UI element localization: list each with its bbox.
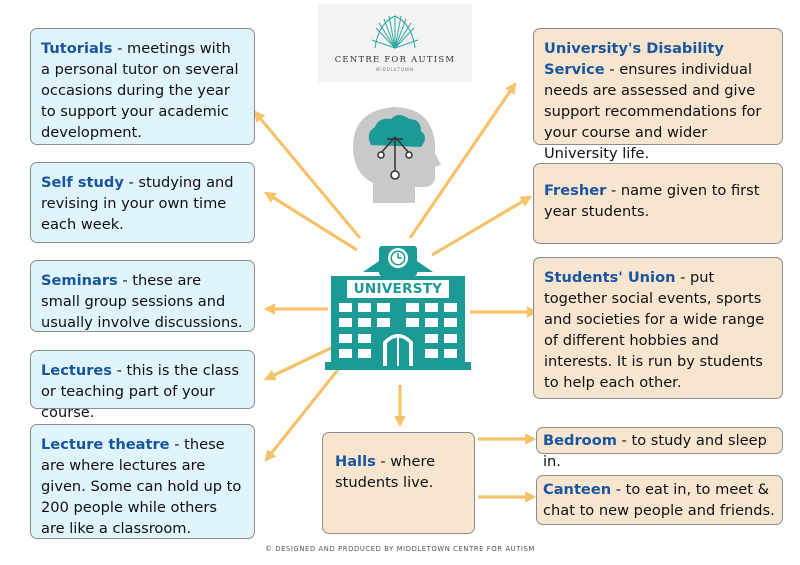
tutorials-term: Tutorials — [41, 40, 113, 57]
lectures-box: Lectures - this is the class or teaching… — [30, 350, 255, 421]
fresher-desc: - name given to first year students. — [544, 182, 760, 220]
disability-service-box: University's Disability Service - ensure… — [533, 28, 783, 162]
lecture-theatre-term: Lecture theatre — [41, 436, 170, 453]
disability-service-desc: - ensures individual needs are assessed … — [544, 61, 762, 162]
halls-desc: - where students live. — [335, 453, 436, 491]
centre-logo: CENTRE FOR AUTISM MIDDLETOWN — [318, 4, 472, 82]
halls-box: Halls - where students live. — [322, 432, 475, 534]
disability-service-term: University's Disability Service — [544, 40, 724, 78]
arrow-to-lectures — [263, 345, 334, 381]
bedroom-desc: - to study and sleep in. — [543, 432, 767, 470]
canteen-box: Canteen - to eat in, to meet & chat to n… — [536, 475, 783, 525]
arrow-to-tutorials — [253, 110, 362, 240]
arrow-to-disability — [408, 82, 517, 239]
logo-subtitle: MIDDLETOWN — [375, 67, 415, 72]
lecture-theatre-box: Lecture theatre - these are where lectur… — [30, 424, 255, 539]
brain-network-head-icon — [353, 107, 441, 203]
seminars-desc: - these are small group sessions and usu… — [41, 272, 243, 331]
students-union-desc: - put together social events, sports and… — [544, 269, 765, 391]
lecture-theatre-desc: - these are where lectures are given. So… — [41, 436, 242, 537]
arrow-to-fresher — [431, 195, 532, 257]
footer-credit: © DESIGNED AND PRODUCED BY MIDDLETOWN CE… — [265, 545, 535, 553]
university-building: UNIVERSTY — [323, 240, 473, 380]
tutorials-desc: - meetings with a personal tutor on seve… — [41, 40, 239, 141]
university-building-icon — [325, 246, 471, 370]
arrow-to-lecture-theatre — [264, 361, 346, 462]
arrow-to-self-study — [264, 191, 358, 252]
lectures-desc: - this is the class or teaching part of … — [41, 362, 239, 421]
sunburst-icon — [371, 15, 419, 49]
fresher-term: Fresher — [544, 182, 607, 199]
self-study-desc: - studying and revising in your own time… — [41, 174, 234, 233]
lectures-term: Lectures — [41, 362, 112, 379]
seminars-box: Seminars - these are small group session… — [30, 260, 255, 332]
self-study-term: Self study — [41, 174, 124, 191]
students-union-box: Students' Union - put together social ev… — [533, 257, 783, 399]
students-union-term: Students' Union — [544, 269, 676, 286]
logo-title: CENTRE FOR AUTISM — [334, 54, 456, 64]
building-label: UNIVERSTY — [353, 281, 443, 297]
tutorials-box: Tutorials - meetings with a personal tut… — [30, 28, 255, 145]
seminars-term: Seminars — [41, 272, 118, 289]
self-study-box: Self study - studying and revising in yo… — [30, 162, 255, 243]
bedroom-term: Bedroom — [543, 432, 617, 449]
halls-term: Halls — [335, 453, 376, 470]
bedroom-box: Bedroom - to study and sleep in. — [536, 427, 783, 470]
canteen-desc: - to eat in, to meet & chat to new peopl… — [543, 481, 775, 519]
fresher-box: Fresher - name given to first year stude… — [533, 163, 783, 244]
canteen-term: Canteen — [543, 481, 612, 498]
